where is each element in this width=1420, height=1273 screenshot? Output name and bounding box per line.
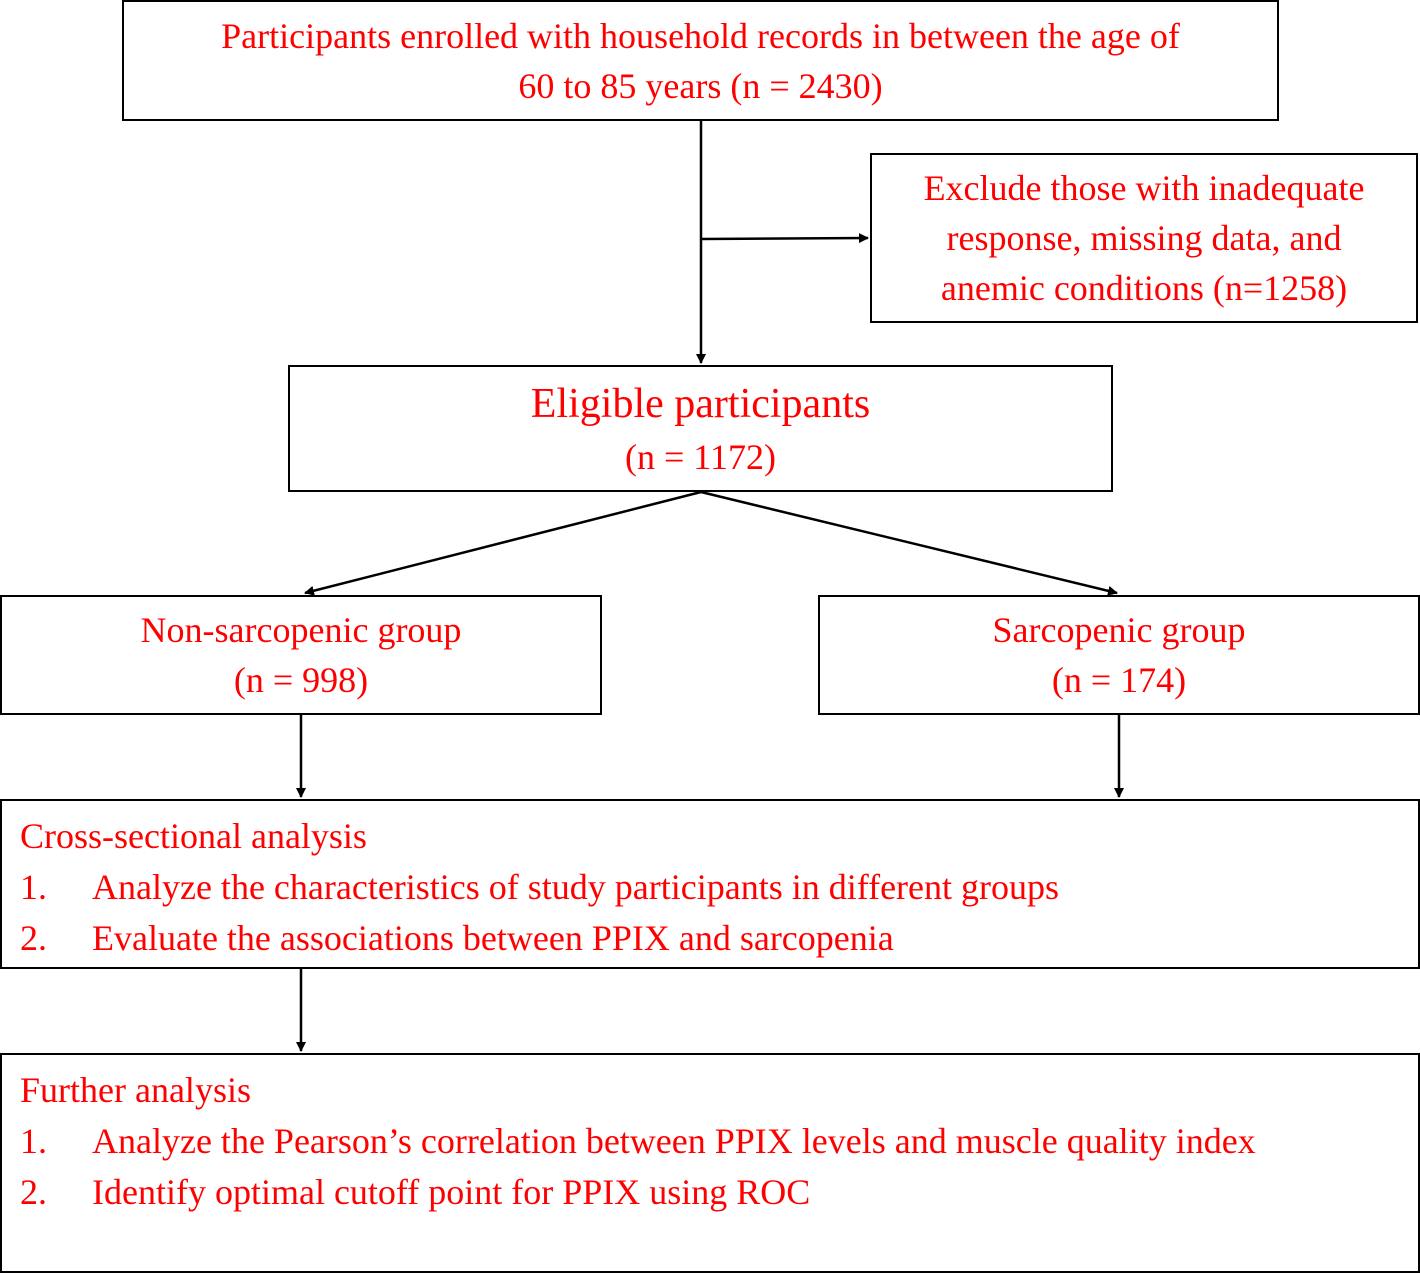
item-number: 1.: [20, 1121, 47, 1161]
excluded-line-1: Exclude those with inadequate: [923, 168, 1365, 208]
non-sarcopenic-box: Non-sarcopenic group (n = 998): [0, 595, 602, 715]
enrolled-box: Participants enrolled with household rec…: [122, 0, 1279, 121]
list-item: 2. Identify optimal cutoff point for PPI…: [20, 1167, 1418, 1218]
item-text: Identify optimal cutoff point for PPIX u…: [92, 1172, 811, 1212]
excluded-line-2: response, missing data, and: [946, 218, 1342, 258]
cross-sectional-box: Cross-sectional analysis 1. Analyze the …: [0, 799, 1420, 969]
eligible-count: (n = 1172): [625, 436, 776, 477]
sarcopenic-title: Sarcopenic group: [992, 610, 1246, 650]
item-number: 1.: [20, 867, 47, 907]
item-text: Evaluate the associations between PPIX a…: [92, 918, 894, 958]
arrow-eligible-to-sarcopenic: [700, 490, 1118, 596]
eligible-title: Eligible participants: [530, 380, 871, 427]
list-item: 1. Analyze the characteristics of study …: [20, 862, 1418, 913]
further-analysis-title: Further analysis: [20, 1070, 251, 1110]
arrow-eligible-to-non-sarcopenic: [304, 490, 702, 596]
list-item: 1. Analyze the Pearson’s correlation bet…: [20, 1116, 1418, 1167]
arrow-to-excluded: [700, 233, 869, 244]
cross-sectional-title: Cross-sectional analysis: [20, 816, 367, 856]
list-item: 2. Evaluate the associations between PPI…: [20, 913, 1418, 964]
excluded-box: Exclude those with inadequate response, …: [870, 153, 1418, 323]
non-sarcopenic-count: (n = 998): [233, 660, 369, 700]
excluded-line-3: anemic conditions (n=1258): [940, 268, 1348, 308]
item-number: 2.: [20, 918, 47, 958]
item-number: 2.: [20, 1172, 47, 1212]
further-analysis-box: Further analysis 1. Analyze the Pearson’…: [0, 1053, 1420, 1273]
item-text: Analyze the characteristics of study par…: [92, 867, 1060, 907]
non-sarcopenic-title: Non-sarcopenic group: [140, 610, 462, 650]
sarcopenic-box: Sarcopenic group (n = 174): [818, 595, 1420, 715]
item-text: Analyze the Pearson’s correlation betwee…: [92, 1121, 1256, 1161]
enrolled-line-2: 60 to 85 years (n = 2430): [518, 65, 883, 106]
enrolled-line-1: Participants enrolled with household rec…: [221, 15, 1180, 56]
sarcopenic-count: (n = 174): [1051, 660, 1187, 700]
eligible-box: Eligible participants (n = 1172): [288, 365, 1113, 492]
